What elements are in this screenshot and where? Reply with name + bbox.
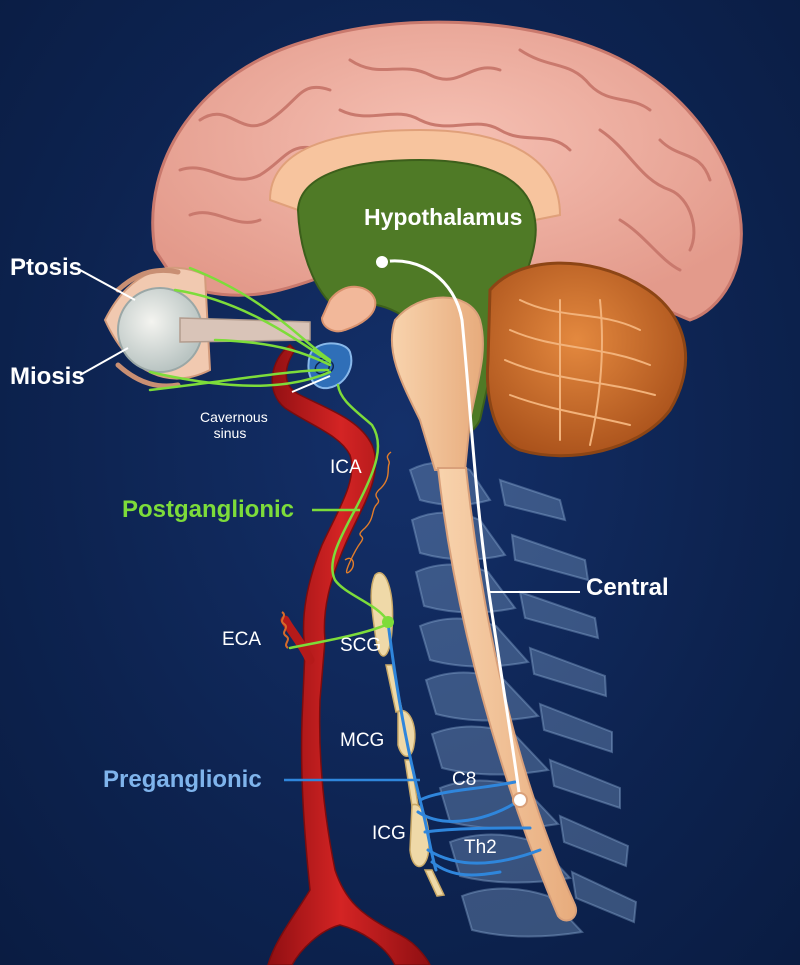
spinal-cord	[436, 467, 578, 922]
postganglionic-nerves	[148, 266, 394, 650]
label-icg: ICG	[372, 823, 406, 844]
eca-branch	[280, 615, 315, 665]
central-pathway	[374, 254, 528, 808]
label-cavernous-line2: sinus	[213, 425, 247, 442]
eye	[103, 266, 311, 389]
pituitary	[320, 285, 377, 333]
brainstem	[390, 296, 484, 471]
label-postganglionic: Postganglionic	[122, 496, 295, 523]
label-eca: ECA	[222, 629, 262, 650]
label-cavernous-line1: Cavernous	[200, 409, 268, 425]
label-mcg: MCG	[340, 730, 385, 751]
label-ica: ICA	[330, 457, 362, 478]
label-preganglionic: Preganglionic	[103, 766, 262, 793]
label-c8: C8	[452, 769, 477, 790]
label-scg: SCG	[340, 635, 382, 656]
leader-lines	[79, 269, 580, 782]
eca-coil	[281, 611, 289, 649]
label-th2: Th2	[464, 837, 497, 858]
label-ptosis: Ptosis	[10, 254, 83, 281]
vertebral-column	[408, 461, 638, 938]
label-hypothalamus: Hypothalamus	[364, 204, 523, 230]
label-miosis: Miosis	[10, 363, 85, 390]
cerebellum	[486, 261, 687, 458]
cortex-folds	[178, 48, 712, 272]
label-central: Central	[586, 574, 669, 601]
perivascular-plexus	[344, 451, 392, 574]
cerebellum-folia	[504, 299, 656, 446]
carotid-artery	[267, 344, 431, 965]
label-cavernous-sinus: Cavernous sinus	[200, 409, 268, 442]
